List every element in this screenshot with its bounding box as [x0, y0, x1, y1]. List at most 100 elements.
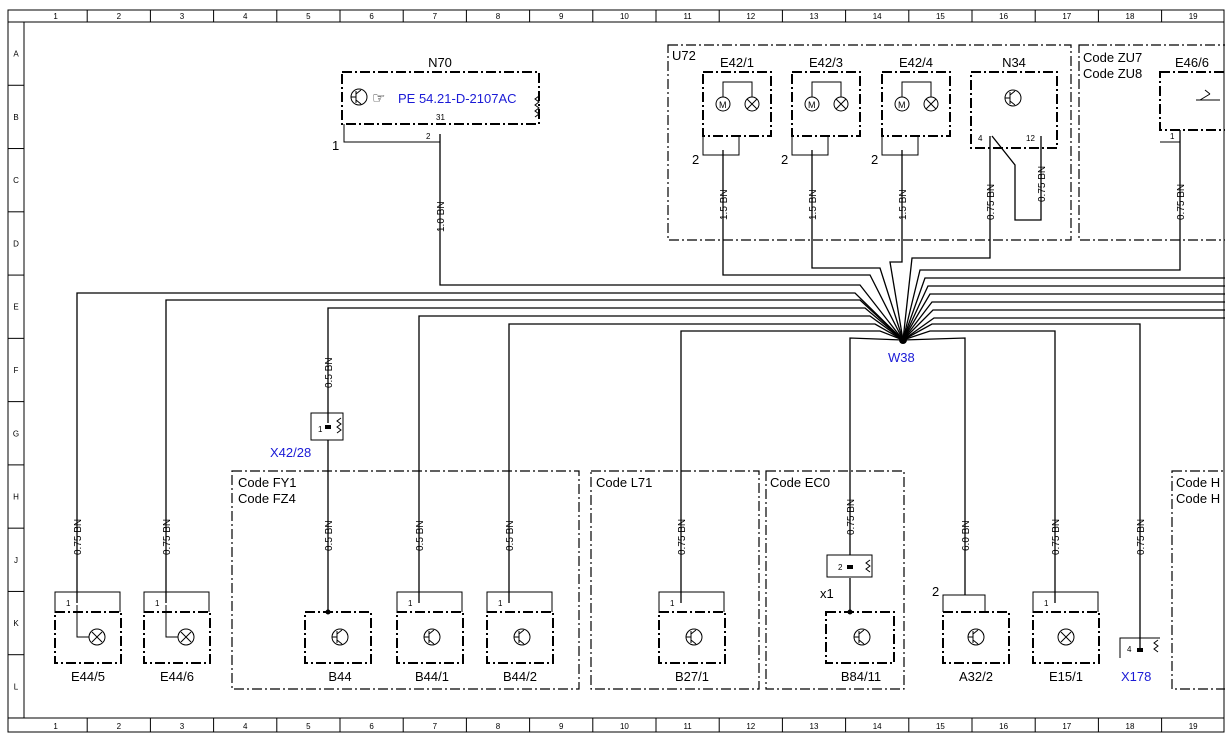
group-frame-l71: [590, 470, 760, 690]
wire-n34-b: [991, 135, 1042, 221]
grid-column-label: 3: [180, 12, 185, 21]
svg-text:M: M: [808, 100, 816, 110]
b44-2-pin: 1: [498, 599, 503, 608]
e46-6-pin: 1: [1170, 132, 1175, 141]
component-b44-1[interactable]: 1 B44/1: [396, 591, 464, 684]
splice-w38-label[interactable]: W38: [888, 350, 915, 365]
svg-text:M: M: [719, 100, 727, 110]
wire-e15-1: [902, 330, 1056, 603]
wire-b84-11: [849, 337, 904, 555]
group-label-zu-2: Code ZU8: [1083, 66, 1142, 81]
n70-wire-no: 2: [426, 132, 431, 141]
b44-1-label: B44/1: [415, 669, 449, 684]
grid-column-label: 5: [306, 722, 311, 731]
n70-pin: 31: [436, 113, 445, 122]
e44-5-label: E44/5: [71, 669, 105, 684]
x1-pin: 2: [838, 563, 843, 572]
e44-6-label: E44/6: [160, 669, 194, 684]
b44-label: B44: [328, 669, 351, 684]
e42-1-ground-ref: 2: [692, 152, 699, 167]
grid-column-label: 11: [683, 12, 692, 21]
connector-x178[interactable]: 4 X178: [1119, 637, 1160, 684]
component-e42-3[interactable]: M E42/3 2: [781, 55, 861, 167]
grid-row-label: D: [13, 239, 19, 248]
component-b27-1[interactable]: 1 B27/1: [658, 591, 726, 684]
b27-1-label: B27/1: [675, 669, 709, 684]
b27-1-pin: 1: [670, 599, 675, 608]
grid-column-label: 7: [433, 722, 438, 731]
grid-column-label: 4: [243, 722, 248, 731]
group-label-zu-1: Code ZU7: [1083, 50, 1142, 65]
x178-pin: 4: [1127, 645, 1132, 654]
group-frame-ec0: [765, 470, 905, 690]
component-e42-4[interactable]: M E42/4 2: [871, 55, 951, 167]
component-n70[interactable]: ☞ PE 54.21-D-2107AC N70 31 2 1: [332, 55, 540, 153]
component-b44-2[interactable]: 1 B44/2: [486, 591, 554, 684]
e42-3-label: E42/3: [809, 55, 843, 70]
component-e42-1[interactable]: M E42/1 2: [692, 55, 772, 167]
connector-x1[interactable]: 2 x1: [820, 554, 873, 601]
wire-label-x178: 0.75 BN: [1136, 519, 1147, 555]
component-a32-2[interactable]: 2 A32/2: [932, 584, 1010, 684]
wire-e46-6: [902, 130, 1181, 341]
wire-label-e42-4: 1.5 BN: [898, 189, 909, 220]
group-label-h-1: Code H: [1176, 475, 1220, 490]
wire-bundle-right-4: [902, 301, 1225, 341]
grid-row-label: E: [13, 303, 18, 312]
grid-column-label: 19: [1189, 12, 1198, 21]
x178-label[interactable]: X178: [1121, 669, 1151, 684]
a32-2-label: A32/2: [959, 669, 993, 684]
grid-column-label: 2: [117, 722, 122, 731]
group-frames: [231, 44, 1225, 690]
grid-row-label: C: [13, 176, 19, 185]
grid-column-label: 9: [559, 722, 564, 731]
grid-column-label: 16: [999, 12, 1008, 21]
grid-column-label: 1: [53, 12, 58, 21]
wire-e42-1: [722, 150, 904, 341]
grid-column-label: 12: [746, 722, 755, 731]
e42-1-label: E42/1: [720, 55, 754, 70]
wire-e42-4: [889, 150, 904, 341]
component-b84-11[interactable]: B84/11: [825, 609, 895, 685]
component-e44-5[interactable]: 1 E44/5: [54, 591, 122, 684]
transistor-icon: [1004, 89, 1022, 107]
wire-e42-3: [811, 150, 904, 341]
grid-row-label: F: [14, 366, 19, 375]
wire-bundle-right-1: [902, 277, 1225, 341]
component-e15-1[interactable]: 1 E15/1: [1032, 591, 1100, 684]
wire-x178: [902, 323, 1141, 650]
e44-6-pin: 1: [155, 599, 160, 608]
component-b44[interactable]: B44: [304, 609, 372, 685]
drawing-frame: [7, 9, 1225, 733]
component-n34[interactable]: N34 4 12: [970, 55, 1058, 149]
wire-n70: [439, 134, 904, 341]
group-label-fy-1: Code FY1: [238, 475, 297, 490]
grid-row-label: H: [13, 493, 19, 502]
wire-label-e42-3: 1.5 BN: [808, 189, 819, 220]
n34-pin-b: 12: [1026, 134, 1035, 143]
wire-label-b27-1: 0.75 BN: [677, 519, 688, 555]
grid-column-label: 19: [1189, 722, 1198, 731]
grid-column-label: 8: [496, 12, 501, 21]
connector-x42-28[interactable]: 1 X42/28: [270, 412, 344, 460]
reference-hand-icon: ☞: [372, 90, 385, 107]
component-e44-6[interactable]: 1 E44/6: [143, 591, 211, 684]
wire-label-e42-1: 1.5 BN: [719, 189, 730, 220]
wire-a32-2: [902, 337, 966, 595]
wire-label-e44-5: 0.75 BN: [73, 519, 84, 555]
wire-e44-5: [76, 292, 904, 603]
grid-column-label: 3: [180, 722, 185, 731]
svg-text:M: M: [898, 100, 906, 110]
grid-column-label: 11: [683, 722, 692, 731]
group-label-ec0: Code EC0: [770, 475, 830, 490]
n70-reference-link[interactable]: PE 54.21-D-2107AC: [398, 91, 517, 106]
component-e46-6[interactable]: E46/6 1: [1159, 55, 1225, 143]
x42-28-label[interactable]: X42/28: [270, 445, 311, 460]
grid-column-label: 8: [496, 722, 501, 731]
grid-column-label: 2: [117, 12, 122, 21]
grid-column-label: 17: [1062, 12, 1071, 21]
b84-11-label: B84/11: [841, 669, 881, 684]
